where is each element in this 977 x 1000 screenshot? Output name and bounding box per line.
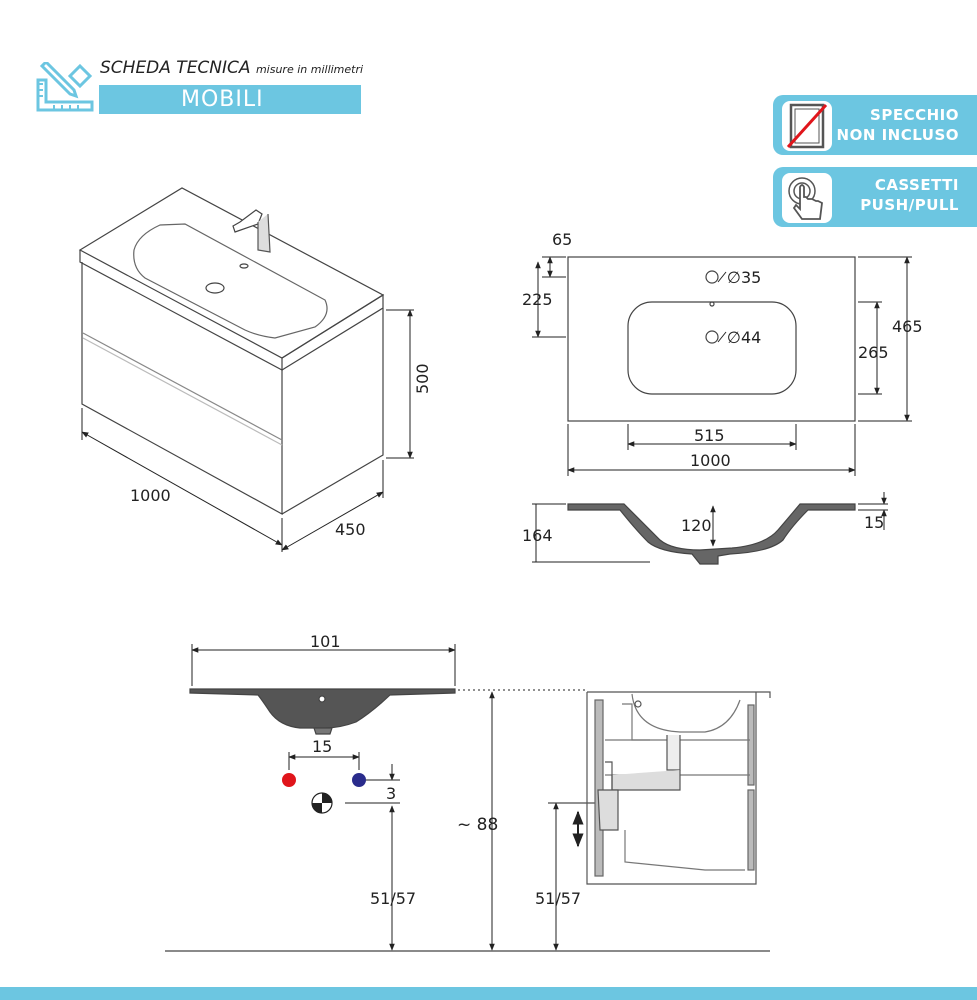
pipe-spacing-label: 15: [312, 737, 332, 756]
rim-label: 15: [864, 513, 884, 532]
installation-width-label: 101: [310, 632, 341, 651]
basin-top-view: [567, 256, 856, 422]
badge-drawers-line1: CASSETTI: [874, 176, 959, 194]
push-finger-icon: [782, 173, 832, 223]
drain-height-side-label: 51/57: [535, 889, 581, 908]
basin-section-dimensions: [532, 492, 888, 563]
total-depth-label: 465: [892, 317, 923, 336]
mirror-crossed-icon: [782, 101, 832, 151]
total-height-label: ~ 88: [457, 815, 498, 835]
sheet-title: SCHEDA TECNICA misure in millimetri: [100, 58, 364, 78]
total-width-label: 1000: [690, 451, 731, 470]
drain-center-mark: [311, 792, 333, 814]
drain-diameter-label: ∅44: [727, 328, 761, 347]
badge-mirror-line2: NON INCLUSO: [836, 126, 959, 144]
category-band: MOBILI: [99, 85, 361, 114]
technical-sheet-logo-icon: [34, 59, 94, 118]
bowl-height-label: 265: [858, 343, 889, 362]
cabinet-depth-label: 450: [335, 520, 366, 539]
tap-hole-diameter-label: ∅35: [727, 268, 761, 287]
basin-section-view: [567, 503, 856, 565]
installation-basin-profile: [189, 688, 456, 735]
installation-dimensions: [165, 644, 770, 952]
tap-hole-offset-label: 65: [552, 230, 572, 249]
section-height-label: 164: [522, 526, 553, 545]
badge-drawers-line2: PUSH/PULL: [860, 196, 959, 214]
offset-label: 3: [386, 784, 396, 803]
cabinet-dimensions: [81, 309, 414, 552]
hot-water-inlet: [282, 773, 296, 787]
cabinet-width-label: 1000: [130, 486, 171, 505]
bowl-width-label: 515: [694, 426, 725, 445]
badge-drawers-push-pull: CASSETTI PUSH/PULL: [773, 167, 977, 227]
installation-side-view: [586, 691, 771, 885]
bowl-depth-label: 120: [681, 516, 712, 535]
cabinet-height-label: 500: [413, 363, 432, 394]
badge-mirror-not-included: SPECCHIO NON INCLUSO: [773, 95, 977, 155]
basin-top-dimensions: [532, 256, 912, 476]
badge-mirror-line1: SPECCHIO: [870, 106, 959, 124]
bottom-accent-bar: [0, 987, 977, 1000]
drain-offset-label: 225: [522, 290, 553, 309]
drain-height-label: 51/57: [370, 889, 416, 908]
cabinet-isometric-view: [78, 187, 385, 516]
cold-water-inlet: [352, 773, 366, 787]
sheet-subtitle: misure in millimetri: [255, 63, 364, 76]
